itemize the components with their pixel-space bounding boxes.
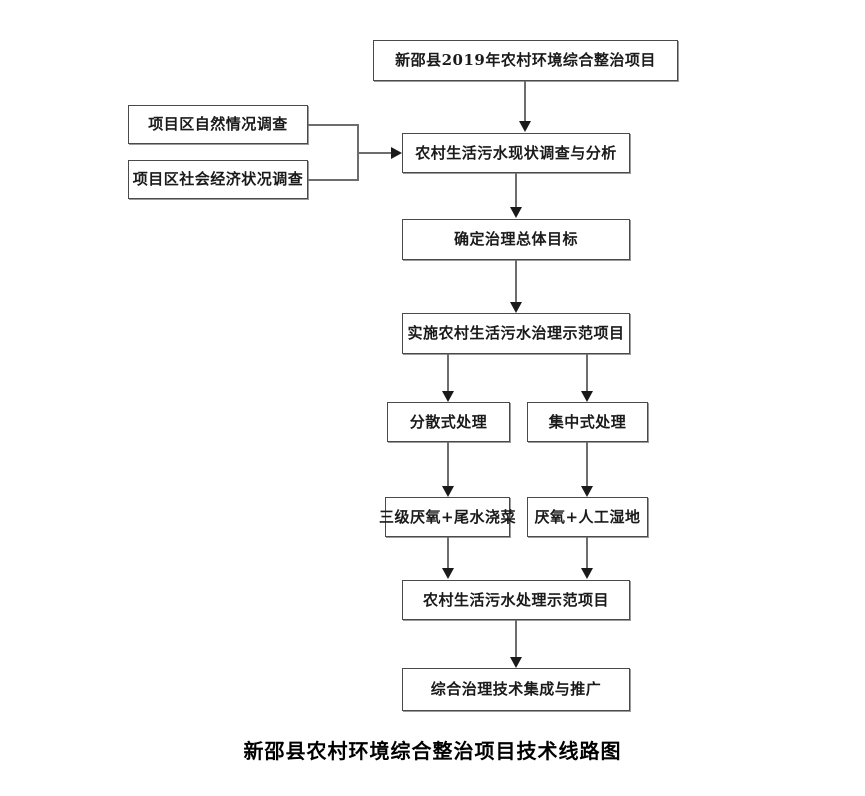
arrow-decentralized-to-anaerobic <box>442 486 454 497</box>
node-tech-integration-promotion-label: 综合治理技术集成与推广 <box>430 680 602 699</box>
arrow-status-to-goal <box>510 207 522 218</box>
node-socioeconomic-survey[interactable]: 项目区社会经济状况调查 <box>128 160 308 199</box>
arrow-title-to-status <box>519 121 531 132</box>
node-decentralized-treatment-label: 分散式处理 <box>409 412 488 431</box>
node-three-stage-anaerobic-label: 三级厌氧+尾水浇菜 <box>378 507 517 526</box>
arrow-treatment-demo-to-promotion <box>510 657 522 668</box>
node-tech-integration-promotion[interactable]: 综合治理技术集成与推广 <box>402 668 630 711</box>
edge-treatment-demo-to-promotion <box>515 620 517 658</box>
node-project-title-label: 新邵县2019年农村环境综合整治项目 <box>395 51 656 70</box>
node-project-title[interactable]: 新邵县2019年农村环境综合整治项目 <box>373 40 678 81</box>
diagram-caption: 新邵县农村环境综合整治项目技术线路图 <box>243 739 622 763</box>
node-natural-survey[interactable]: 项目区自然情况调查 <box>128 105 308 144</box>
edge-status-to-goal <box>515 173 517 208</box>
node-overall-goal-label: 确定治理总体目标 <box>453 230 578 249</box>
edge-anaerobic-to-treatment-demo <box>447 537 449 569</box>
node-demo-project-impl[interactable]: 实施农村生活污水治理示范项目 <box>402 313 630 354</box>
arrow-goal-to-demo <box>510 302 522 313</box>
arrow-wetland-to-treatment-demo <box>581 568 593 579</box>
arrow-centralized-to-wetland <box>581 486 593 497</box>
node-treatment-demo-project[interactable]: 农村生活污水处理示范项目 <box>402 580 630 620</box>
node-decentralized-treatment[interactable]: 分散式处理 <box>387 402 510 442</box>
arrow-demo-to-decentralized <box>442 391 454 402</box>
arrow-surveys-to-status <box>391 147 402 159</box>
node-anaerobic-wetland[interactable]: 厌氧+人工湿地 <box>527 497 648 537</box>
node-centralized-treatment[interactable]: 集中式处理 <box>527 402 648 442</box>
edge-wetland-to-treatment-demo <box>586 537 588 569</box>
edge-surveys-to-status <box>357 152 393 154</box>
node-overall-goal[interactable]: 确定治理总体目标 <box>402 219 630 260</box>
edge-centralized-to-wetland <box>586 442 588 486</box>
node-treatment-demo-project-label: 农村生活污水处理示范项目 <box>422 590 609 609</box>
edge-demo-to-centralized <box>586 354 588 392</box>
edge-socioeconomic-survey-out <box>308 179 359 181</box>
node-wastewater-status-analysis[interactable]: 农村生活污水现状调查与分析 <box>402 133 630 173</box>
node-three-stage-anaerobic[interactable]: 三级厌氧+尾水浇菜 <box>379 497 516 537</box>
node-centralized-treatment-label: 集中式处理 <box>548 412 627 431</box>
node-anaerobic-wetland-label: 厌氧+人工湿地 <box>534 507 641 526</box>
edge-demo-to-decentralized <box>447 354 449 392</box>
arrow-demo-to-centralized <box>581 391 593 402</box>
node-wastewater-status-analysis-label: 农村生活污水现状调查与分析 <box>415 143 617 162</box>
edge-decentralized-to-anaerobic <box>447 442 449 486</box>
node-demo-project-impl-label: 实施农村生活污水治理示范项目 <box>407 324 625 343</box>
edge-natural-survey-out <box>308 124 359 126</box>
node-natural-survey-label: 项目区自然情况调查 <box>148 115 288 134</box>
edge-title-to-status <box>524 81 526 122</box>
arrow-anaerobic-to-treatment-demo <box>442 568 454 579</box>
node-socioeconomic-survey-label: 项目区社会经济状况调查 <box>132 170 304 189</box>
edge-goal-to-demo <box>515 260 517 303</box>
